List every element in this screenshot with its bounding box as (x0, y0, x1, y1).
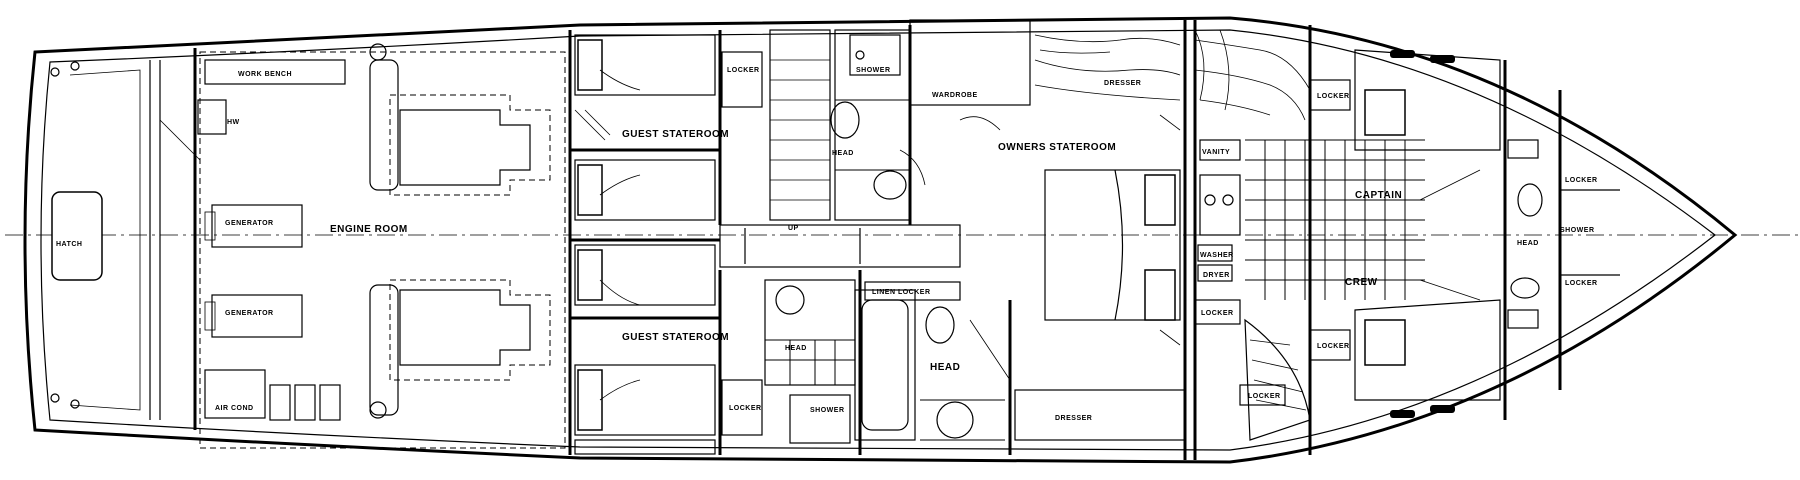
work-bench-label: WORK BENCH (238, 71, 292, 78)
dryer-label: DRYER (1203, 272, 1230, 279)
shower-upper-label: SHOWER (856, 67, 891, 74)
head-upper-label: HEAD (832, 150, 854, 157)
linen-locker-label: LINEN LOCKER (872, 289, 931, 296)
locker-bow-upper-label: LOCKER (1565, 177, 1598, 184)
head-bow-label: HEAD (1517, 240, 1539, 247)
tile-grid (1245, 139, 1425, 300)
dresser-lower-label: DRESSER (1055, 415, 1092, 422)
companionway-stairs: UP (769, 29, 831, 232)
guest-stateroom-lower-label: GUEST STATEROOM (622, 332, 729, 343)
bow-head: HEAD LOCKER SHOWER LOCKER (1503, 60, 1620, 420)
central-passage (570, 224, 961, 268)
locker-bow-lower-label: LOCKER (1565, 280, 1598, 287)
hatch-label: HATCH (56, 241, 82, 248)
air-cond-label: AIR COND (215, 405, 254, 412)
locker-stair-label: LOCKER (1248, 393, 1281, 400)
laundry-area: VANITY WASHER DRYER LOCKER (1193, 20, 1241, 460)
owners-stateroom-label: OWNERS STATEROOM (998, 142, 1116, 153)
generator-2-label: GENERATOR (225, 310, 274, 317)
generator-1-label: GENERATOR (225, 220, 274, 227)
guest-stateroom-lower: GUEST STATEROOM LOCKER (570, 244, 763, 455)
hull-outline (5, 16, 1800, 464)
vanity-label: VANITY (1202, 149, 1230, 156)
dresser-upper-label: DRESSER (1104, 80, 1141, 87)
head-lower-label: HEAD (785, 345, 807, 352)
locker-crew-upper-label: LOCKER (1317, 93, 1350, 100)
shower-lower-label: SHOWER (810, 407, 845, 414)
captain-label: CAPTAIN (1355, 190, 1402, 201)
forward-stairs: LOCKER (1239, 318, 1311, 441)
washer-label: WASHER (1200, 252, 1234, 259)
locker-crew-lower-label: LOCKER (1317, 343, 1350, 350)
aft-deck: HATCH (50, 60, 201, 420)
hw-label: HW (227, 119, 240, 126)
guest-stateroom-upper: GUEST STATEROOM LOCKER (570, 30, 763, 225)
crew-quarters: LOCKER LOCKER CAPTAIN CREW (1194, 25, 1501, 455)
guest-stateroom-upper-label: GUEST STATEROOM (622, 129, 729, 140)
owners-head: LINEN LOCKER HEAD (858, 270, 1012, 455)
owners-stateroom: WARDROBE DRESSER OWNERS STATEROOM DRESSE… (908, 19, 1187, 460)
up-label: UP (788, 225, 799, 232)
guest-locker-upper-label: LOCKER (727, 67, 760, 74)
locker-laundry-label: LOCKER (1201, 310, 1234, 317)
shower-bow-label: SHOWER (1560, 227, 1595, 234)
head-owners-label: HEAD (930, 362, 960, 373)
engine-room-label: ENGINE ROOM (330, 224, 408, 235)
wardrobe-label: WARDROBE (932, 92, 978, 99)
engine-room: WORK BENCH HW GENERATOR GENERATOR ENGINE… (193, 30, 572, 455)
guest-locker-lower-label: LOCKER (729, 405, 762, 412)
crew-label: CREW (1345, 277, 1378, 288)
head-lower: HEAD SHOWER (764, 279, 916, 444)
hatch-outline (51, 191, 103, 281)
